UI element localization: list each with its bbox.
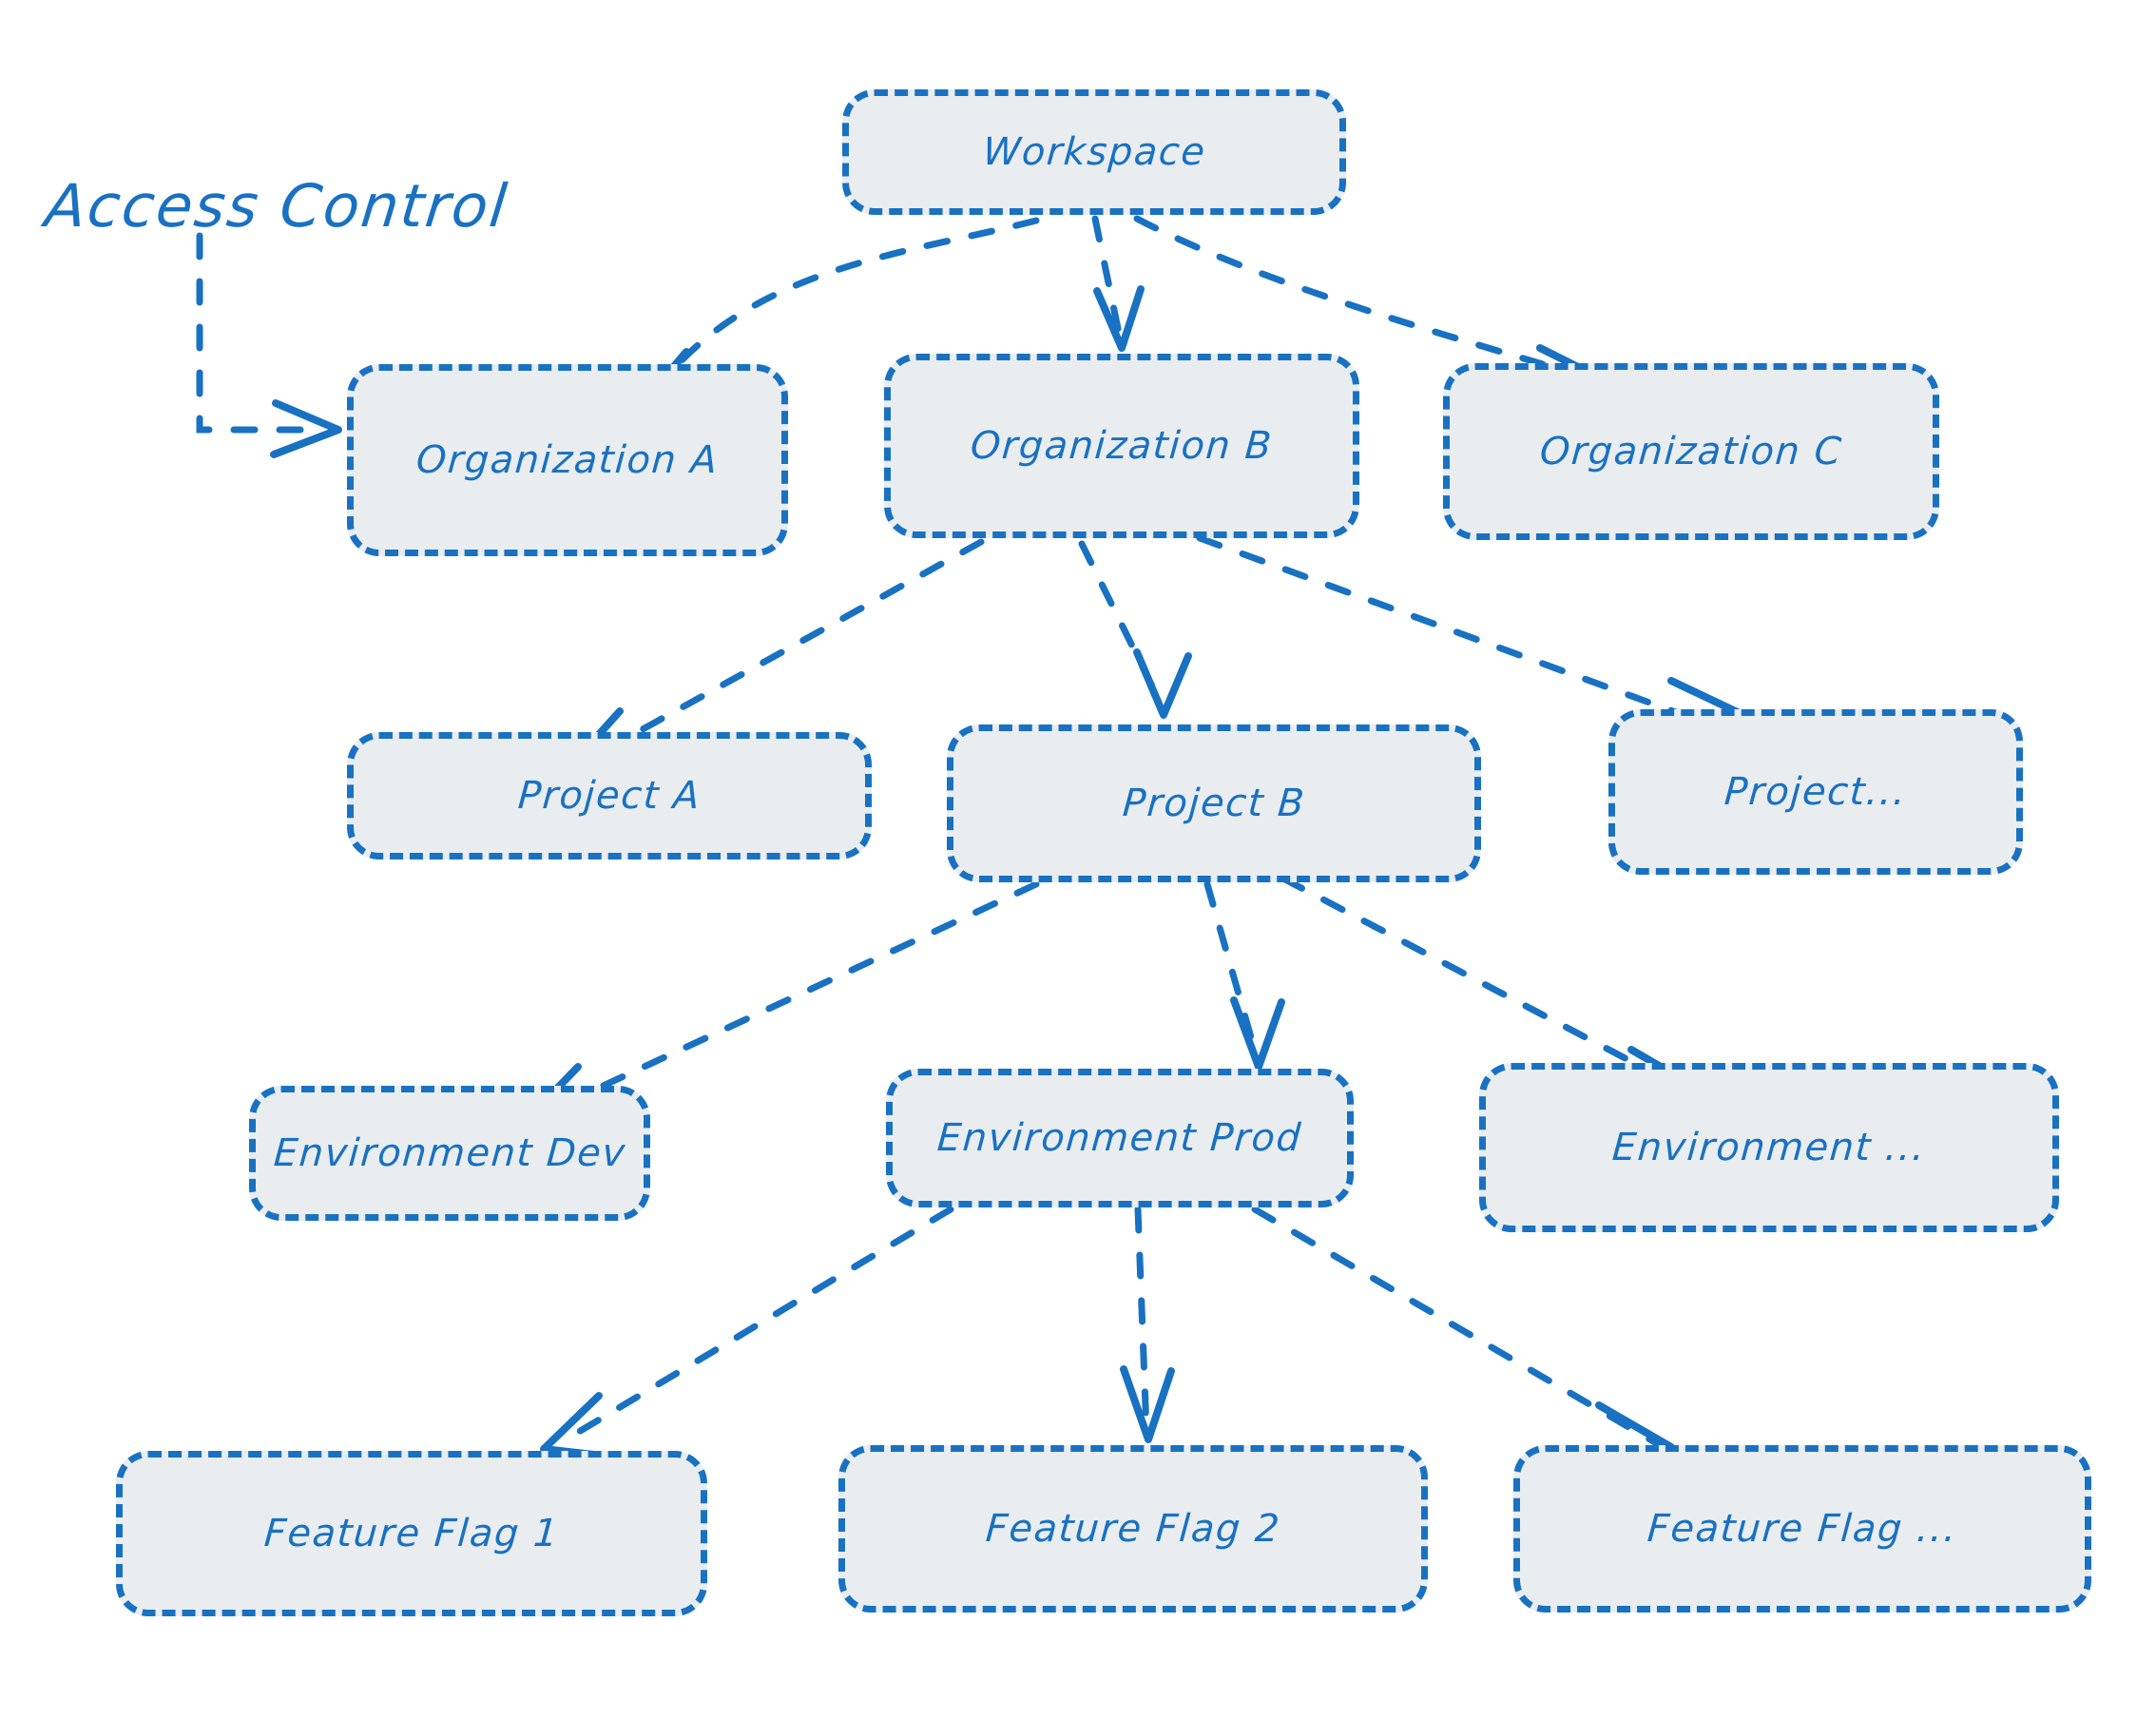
node-label-organization-c: Organization C — [1538, 430, 1844, 473]
node-feature-flag-1[interactable]: Feature Flag 1 — [116, 1451, 707, 1616]
node-project-b[interactable]: Project B — [947, 724, 1481, 882]
node-label-environment-more: Environment ... — [1610, 1126, 1928, 1169]
node-organization-b[interactable]: Organization B — [884, 354, 1359, 538]
arrowhead-ff-1 — [540, 1392, 614, 1460]
node-label-feature-flag-2: Feature Flag 2 — [984, 1507, 1282, 1551]
arrowhead-env-prod — [1230, 996, 1285, 1071]
node-label-organization-b: Organization B — [969, 424, 1275, 468]
access-control-label: Access Control — [42, 171, 512, 241]
edge-env-prod-to-ff-2 — [1134, 1206, 1150, 1435]
node-project-a[interactable]: Project A — [347, 732, 872, 860]
node-label-feature-flag-more: Feature Flag ... — [1646, 1507, 1959, 1551]
node-feature-flag-more[interactable]: Feature Flag ... — [1513, 1445, 2091, 1613]
node-label-workspace: Workspace — [981, 130, 1207, 174]
arrowhead-org-b — [1093, 285, 1145, 352]
edge-org-b-to-project-x — [1196, 534, 1734, 736]
node-project-more[interactable]: Project... — [1608, 709, 2023, 875]
node-label-organization-a: Organization A — [414, 438, 721, 482]
node-environment-dev[interactable]: Environment Dev — [249, 1086, 650, 1221]
arrowhead-ff-2 — [1120, 1365, 1175, 1443]
arrowhead-project-b — [1133, 648, 1192, 719]
node-label-feature-flag-1: Feature Flag 1 — [262, 1512, 561, 1555]
arrowhead-access-control — [270, 399, 342, 458]
edge-org-b-to-project-a — [586, 538, 985, 763]
node-workspace[interactable]: Workspace — [842, 89, 1346, 215]
node-label-project-more: Project... — [1723, 770, 1909, 814]
edge-access-control-to-org-a — [196, 232, 318, 434]
node-organization-a[interactable]: Organization A — [347, 364, 788, 556]
edge-env-prod-to-ff-1 — [559, 1206, 954, 1445]
node-organization-c[interactable]: Organization C — [1443, 363, 1939, 540]
node-environment-more[interactable]: Environment ... — [1479, 1063, 2059, 1232]
edge-project-b-to-env-x — [1280, 875, 1696, 1097]
edge-org-b-to-project-b — [1078, 540, 1165, 709]
edge-project-b-to-env-prod — [1203, 880, 1261, 1061]
node-label-environment-dev: Environment Dev — [272, 1131, 627, 1175]
node-environment-prod[interactable]: Environment Prod — [886, 1069, 1354, 1207]
node-feature-flag-2[interactable]: Feature Flag 2 — [838, 1445, 1428, 1613]
edge-env-prod-to-ff-x — [1251, 1206, 1664, 1449]
edge-workspace-to-org-b — [1091, 215, 1124, 341]
node-label-environment-prod: Environment Prod — [935, 1116, 1304, 1160]
node-label-project-a: Project A — [516, 774, 703, 818]
node-label-project-b: Project B — [1121, 782, 1307, 825]
